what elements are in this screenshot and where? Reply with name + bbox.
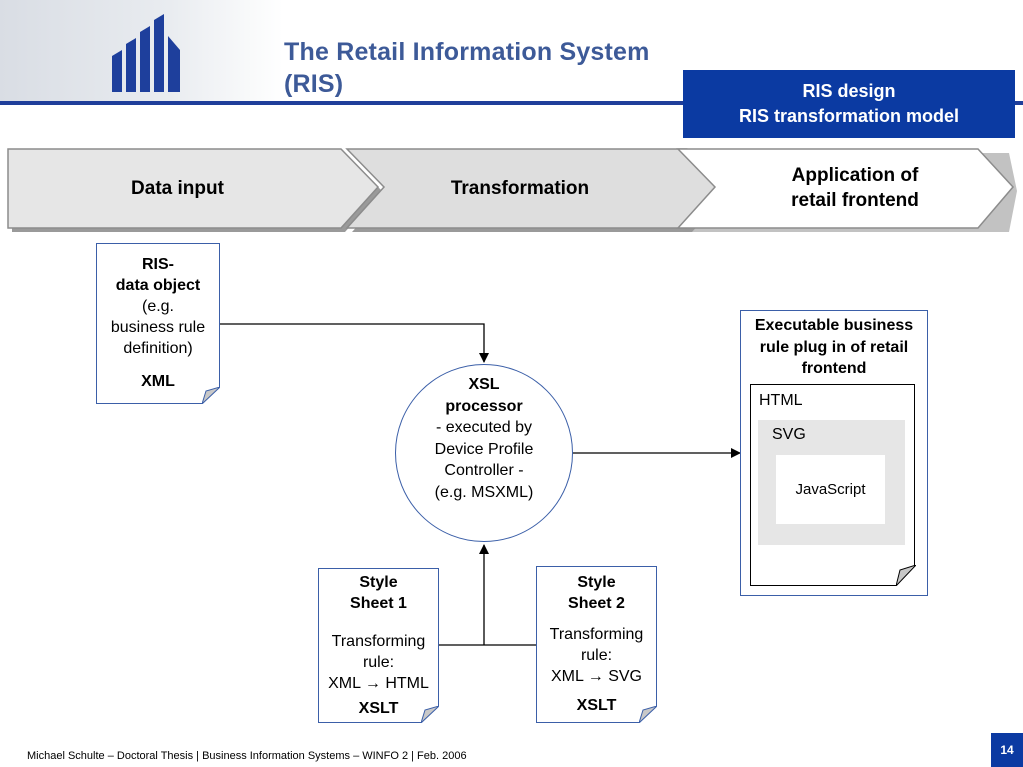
- page-fold-icon: [421, 706, 439, 723]
- svg-layer-label: SVG: [772, 426, 806, 443]
- stylesheet2-line-2: rule:: [580, 647, 613, 664]
- footer-text: Michael Schulte – Doctoral Thesis | Busi…: [27, 750, 467, 762]
- stylesheet2-title-1: Style: [577, 574, 616, 591]
- stylesheet1-title-1: Style: [359, 574, 398, 591]
- processor-line-6: (e.g. MSXML): [434, 483, 534, 501]
- phase-data-input: Data input: [20, 162, 335, 214]
- phase-data-input-label: Data input: [131, 177, 224, 199]
- javascript-layer: JavaScript: [776, 455, 885, 524]
- xsl-processor-node: [395, 364, 573, 542]
- page-title: The Retail Information System (RIS): [284, 36, 650, 100]
- phase-application: Application of retail frontend: [710, 160, 1000, 216]
- ris-data-object-card: RIS- data object (e.g. business rule def…: [96, 243, 220, 404]
- phase-data-input-shape: [7, 148, 380, 229]
- stylesheet1-line-1: Transforming: [331, 633, 426, 650]
- phase-transformation: Transformation: [385, 162, 655, 214]
- stylesheet1-line-3: XML → HTML: [328, 675, 429, 692]
- phase-application-label-1: Application of: [791, 165, 919, 186]
- title-line-1: The Retail Information System: [284, 38, 650, 66]
- phase-application-label-2: retail frontend: [791, 190, 919, 211]
- topic-line-2: RIS transformation model: [738, 106, 960, 126]
- topic-line-1: RIS design: [802, 81, 896, 101]
- html-layer-label: HTML: [759, 392, 803, 409]
- executable-plugin-title: Executable business rule plug in of reta…: [740, 315, 928, 380]
- page-fold-icon: [202, 387, 220, 404]
- stylesheet2-format: XSLT: [576, 697, 617, 714]
- ris-object-format: XML: [141, 373, 175, 390]
- ris-object-line-1: RIS-: [142, 256, 174, 273]
- processor-line-1: XSL: [468, 376, 500, 393]
- stylesheet1-format: XSLT: [358, 700, 399, 717]
- phase-transformation-label: Transformation: [450, 177, 590, 199]
- style-sheet-2-card: Style Sheet 2 Transforming rule: XML → S…: [536, 566, 657, 723]
- page-number-label: 14: [1000, 743, 1014, 757]
- plugin-title-1: Executable business: [754, 317, 914, 334]
- ris-object-line-3: (e.g.: [141, 298, 174, 315]
- processor-line-2: processor: [445, 397, 523, 415]
- processor-line-4: Device Profile: [434, 440, 534, 458]
- xsl-processor-text: XSL processor - executed by Device Profi…: [405, 374, 563, 503]
- page-number: 14: [991, 733, 1023, 767]
- stylesheet1-line-2: rule:: [362, 654, 395, 671]
- style-sheet-1-card: Style Sheet 1 Transforming rule: XML → H…: [318, 568, 439, 723]
- page-fold-icon: [896, 565, 916, 586]
- title-divider: [0, 101, 1023, 105]
- ris-object-line-2: data object: [115, 277, 201, 294]
- processor-line-5: Controller -: [444, 462, 524, 479]
- topic-box: RIS design RIS transformation model: [683, 70, 1015, 138]
- title-line-2: (RIS): [284, 70, 344, 98]
- stylesheet2-title-2: Sheet 2: [568, 595, 625, 612]
- page-fold-icon: [639, 706, 657, 723]
- university-logo-icon: [112, 14, 180, 92]
- plugin-title-3: frontend: [801, 360, 867, 377]
- processor-line-3: - executed by: [435, 419, 533, 436]
- arrow-ris-to-processor: [219, 323, 489, 363]
- ris-object-line-4: business rule: [110, 319, 206, 336]
- ris-object-line-5: definition): [123, 340, 193, 357]
- phase-application-shape: [676, 148, 1015, 229]
- stylesheet2-line-3: XML → SVG: [551, 668, 642, 685]
- plugin-title-2: rule plug in of retail: [759, 338, 909, 356]
- process-chevrons: [7, 148, 1017, 232]
- javascript-layer-label: JavaScript: [795, 481, 866, 498]
- stylesheet1-title-2: Sheet 1: [350, 595, 407, 612]
- stylesheet2-line-1: Transforming: [549, 626, 644, 643]
